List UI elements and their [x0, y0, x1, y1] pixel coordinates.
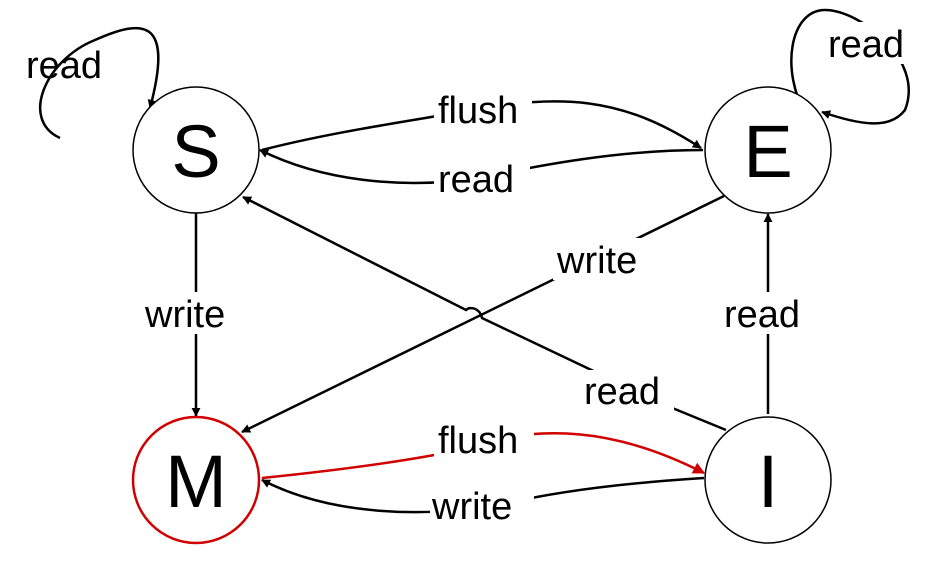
state-e-circle [704, 86, 832, 214]
edge-e-to-m-write: write [241, 194, 725, 434]
edge-i-to-m-label: write [431, 486, 512, 528]
edge-e-to-m-path [241, 194, 725, 434]
edge-i-to-m-write: write [261, 476, 705, 528]
edge-e-to-m-label: write [556, 240, 637, 282]
state-i-circle [704, 416, 832, 544]
edge-s-to-e-label: flush [438, 90, 518, 132]
edge-m-to-i-flush: flush [261, 418, 706, 480]
state-m: M [131, 415, 261, 545]
edge-s-to-m-label: write [144, 294, 225, 336]
state-e: E [704, 86, 832, 214]
edge-i-to-e-read: read [720, 213, 816, 414]
state-i-label: I [758, 440, 779, 523]
edge-s-to-m-write: write [140, 210, 250, 417]
state-i: I [704, 416, 832, 544]
edge-e-to-s-read: read [259, 148, 704, 201]
state-s: S [132, 86, 260, 214]
edge-s-self-label: read [26, 45, 102, 87]
edge-s-self-path [39, 26, 160, 140]
edge-i-to-s-path [243, 197, 727, 432]
edge-s-self-read: read [26, 26, 160, 140]
edge-i-to-e-label: read [724, 294, 800, 336]
state-m-label: M [165, 440, 227, 523]
edge-e-self-read: read [790, 8, 921, 125]
edge-m-to-i-label: flush [438, 420, 518, 462]
edge-e-to-s-label: read [438, 159, 514, 201]
edge-e-self-label: read [828, 24, 904, 66]
edge-s-to-e-flush: flush [261, 88, 702, 152]
state-s-label: S [171, 110, 220, 193]
edge-i-to-s-read: read [243, 197, 727, 432]
state-s-circle [132, 86, 260, 214]
state-m-circle [131, 415, 261, 545]
edge-i-to-s-label: read [584, 371, 660, 413]
state-e-label: E [743, 110, 792, 193]
